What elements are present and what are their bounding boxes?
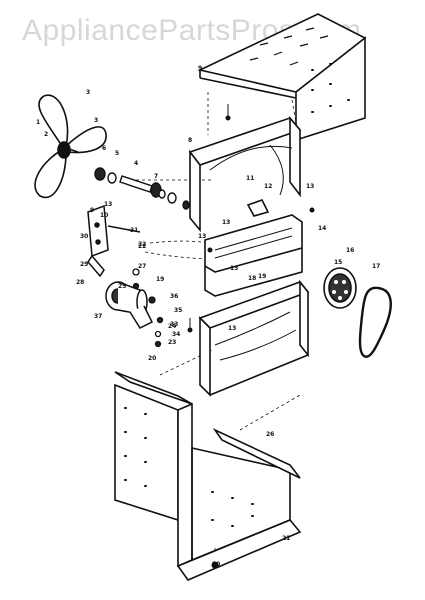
callout-11: 11 bbox=[246, 175, 254, 182]
callout-27: 27 bbox=[138, 263, 146, 270]
callout-23: 23 bbox=[168, 339, 176, 346]
callout-3: 3 bbox=[86, 89, 90, 96]
callout-30: 30 bbox=[80, 233, 88, 240]
callout-13: 13 bbox=[104, 201, 112, 208]
callout-31: 31 bbox=[130, 227, 138, 234]
callout-13c: 13 bbox=[222, 219, 230, 226]
base-cabinet[interactable] bbox=[114, 371, 302, 581]
motor-mount-frame[interactable] bbox=[204, 199, 303, 297]
callout-26: 26 bbox=[266, 431, 274, 438]
shaft-assembly[interactable] bbox=[94, 167, 190, 210]
callout-14: 14 bbox=[318, 225, 326, 232]
callout-12: 12 bbox=[264, 183, 272, 190]
callout-20: 20 bbox=[148, 355, 156, 362]
callout-9: 9 bbox=[198, 65, 202, 72]
callout-33: 33 bbox=[170, 321, 178, 328]
callout-13f: 13 bbox=[228, 325, 236, 332]
callout-34: 34 bbox=[172, 331, 180, 338]
screws[interactable] bbox=[187, 104, 315, 569]
callout-13b: 13 bbox=[306, 183, 314, 190]
callout-3b: 3 bbox=[94, 117, 98, 124]
callout-25: 25 bbox=[118, 283, 126, 290]
callout-5: 5 bbox=[115, 150, 119, 157]
callout-9b: 9 bbox=[90, 207, 94, 214]
callout-28: 28 bbox=[76, 279, 84, 286]
callout-15: 15 bbox=[334, 259, 342, 266]
callout-19: 19 bbox=[258, 273, 266, 280]
callout-17: 17 bbox=[372, 263, 380, 270]
callout-8: 8 bbox=[188, 137, 192, 144]
callout-22: 22 bbox=[138, 243, 146, 250]
callout-19b: 19 bbox=[156, 276, 164, 283]
callout-16: 16 bbox=[346, 247, 354, 254]
callout-10b: 10 bbox=[212, 561, 220, 568]
motor[interactable] bbox=[105, 281, 154, 329]
fan-blade[interactable] bbox=[34, 94, 107, 199]
callout-2: 2 bbox=[44, 131, 48, 138]
drive-belt[interactable] bbox=[358, 286, 392, 358]
motor-hardware[interactable] bbox=[132, 268, 164, 348]
callout-18: 18 bbox=[248, 275, 256, 282]
callout-29: 29 bbox=[80, 261, 88, 268]
callout-36: 36 bbox=[170, 293, 178, 300]
fan-orifice-panel[interactable] bbox=[188, 115, 302, 233]
callout-35: 35 bbox=[174, 307, 182, 314]
motor-bracket[interactable] bbox=[87, 204, 141, 278]
callout-1: 1 bbox=[36, 119, 40, 126]
callout-13e: 13 bbox=[230, 265, 238, 272]
callout-6: 6 bbox=[102, 145, 106, 152]
callout-4: 4 bbox=[134, 160, 138, 167]
callout-32: 32 bbox=[138, 241, 146, 248]
callout-24: 24 bbox=[168, 323, 176, 330]
callout-10: 10 bbox=[100, 212, 108, 219]
callout-13d: 13 bbox=[198, 233, 206, 240]
callout-7: 7 bbox=[154, 173, 158, 180]
callout-21: 21 bbox=[282, 535, 290, 542]
blower-pulley[interactable] bbox=[323, 267, 357, 309]
top-cover[interactable] bbox=[197, 13, 367, 142]
callout-37: 37 bbox=[94, 313, 102, 320]
callout-labels: 1 2 3 3 4 5 6 7 8 9 9 10 10 11 12 13 13 … bbox=[36, 65, 380, 568]
lower-orifice-panel[interactable] bbox=[198, 279, 310, 397]
